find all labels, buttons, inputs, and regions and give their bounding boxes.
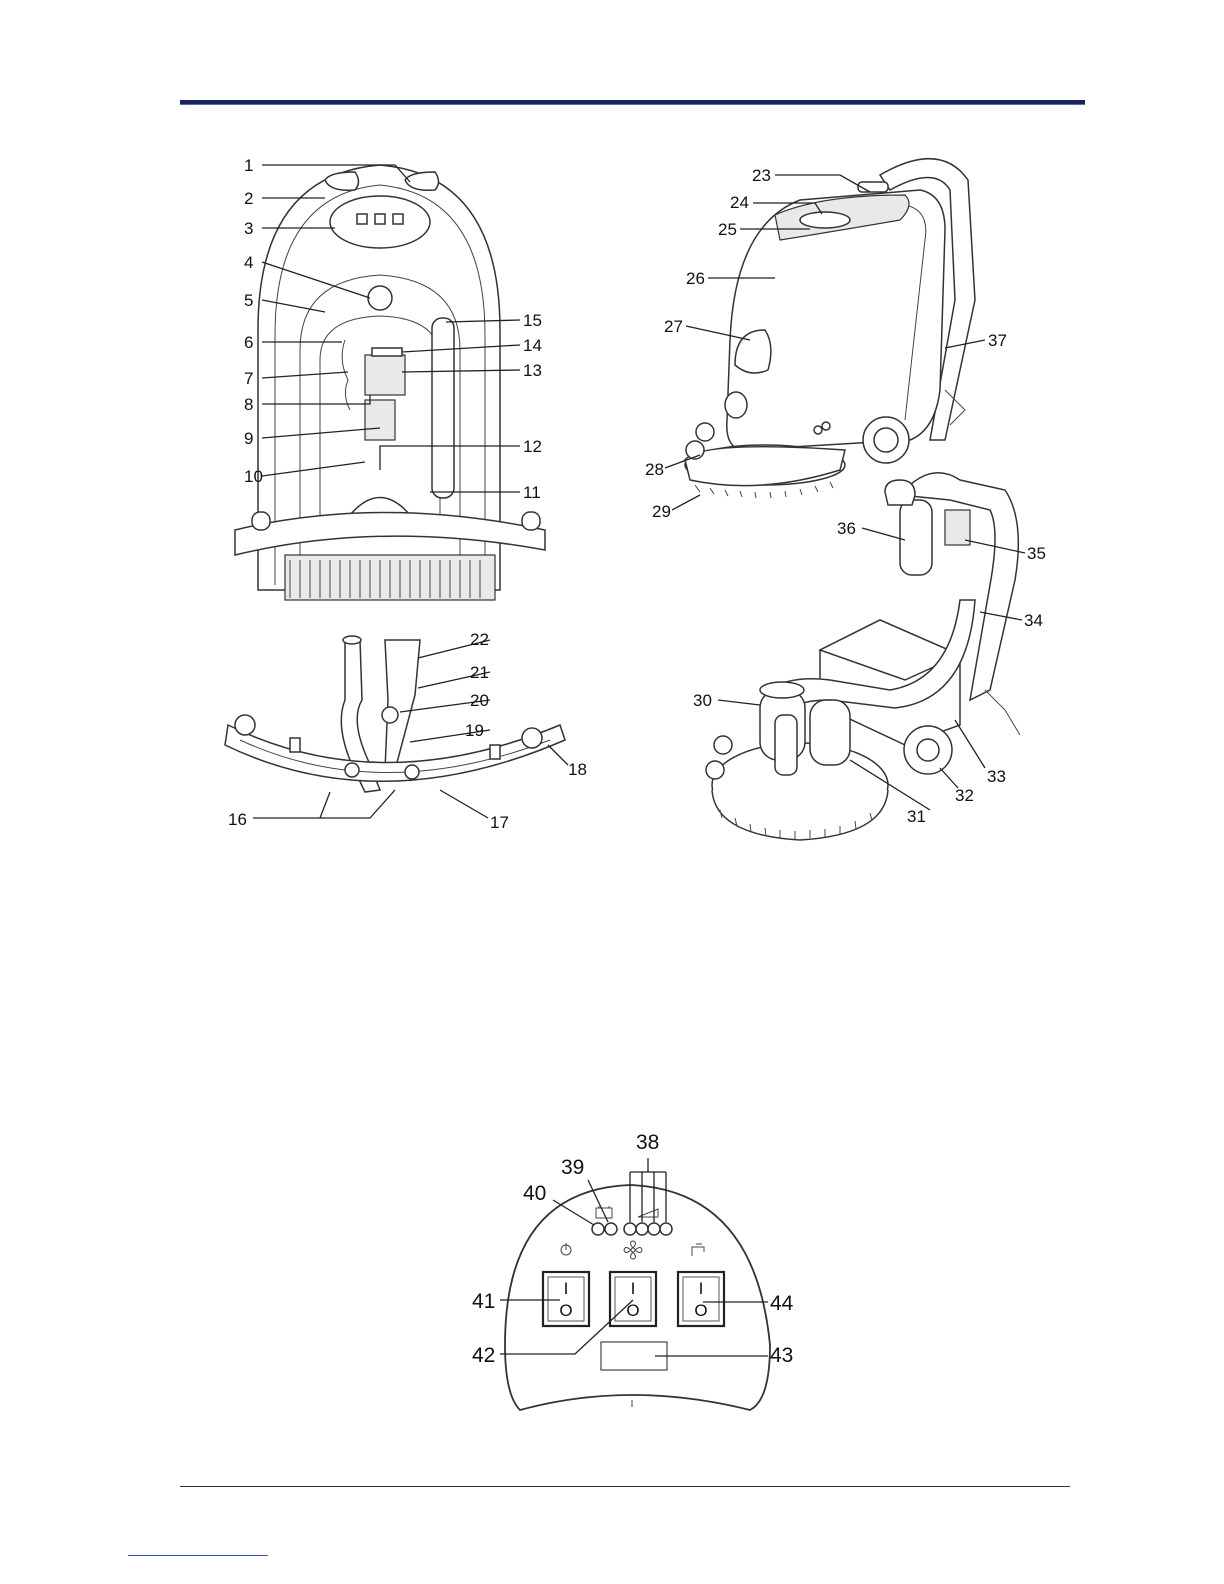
label-41: 41 (472, 1290, 495, 1313)
indicator-light-39 (605, 1223, 617, 1235)
label-6: 6 (244, 333, 253, 352)
iso-exterior-drawing (685, 159, 975, 498)
label-25: 25 (718, 220, 737, 239)
label-34: 34 (1024, 611, 1043, 630)
water-switch-on-mark: I (699, 1279, 704, 1298)
label-42: 42 (472, 1344, 495, 1367)
label-26: 26 (686, 269, 705, 288)
label-13: 13 (523, 361, 542, 380)
label-35: 35 (1027, 544, 1046, 563)
level-light-4 (660, 1223, 672, 1235)
label-17: 17 (490, 813, 509, 832)
label-23: 23 (752, 166, 771, 185)
label-7: 7 (244, 369, 253, 388)
label-16: 16 (228, 810, 247, 829)
label-1: 1 (244, 156, 253, 175)
label-21: 21 (470, 663, 489, 682)
label-31: 31 (907, 807, 926, 826)
label-28: 28 (645, 460, 664, 479)
label-29: 29 (652, 502, 671, 521)
label-30: 30 (693, 691, 712, 710)
label-22: 22 (470, 630, 489, 649)
label-37: 37 (988, 331, 1007, 350)
label-43: 43 (770, 1344, 793, 1367)
label-12: 12 (523, 437, 542, 456)
power-switch-off-mark: O (559, 1301, 572, 1320)
vacuum-switch-on-mark: I (631, 1279, 636, 1298)
label-5: 5 (244, 291, 253, 310)
vacuum-switch[interactable]: I O (610, 1272, 656, 1326)
label-2: 2 (244, 189, 253, 208)
label-38: 38 (636, 1131, 659, 1154)
level-light-2 (636, 1223, 648, 1235)
squeegee-drawing (225, 636, 565, 792)
label-8: 8 (244, 395, 253, 414)
label-11: 11 (523, 483, 541, 502)
label-20: 20 (470, 691, 489, 710)
label-40: 40 (523, 1182, 546, 1205)
front-view-drawing (235, 165, 545, 600)
label-15: 15 (523, 311, 542, 330)
water-switch-off-mark: O (694, 1301, 707, 1320)
level-light-3 (648, 1223, 660, 1235)
label-9: 9 (244, 429, 253, 448)
label-44: 44 (770, 1292, 794, 1315)
label-3: 3 (244, 219, 253, 238)
label-18: 18 (568, 760, 587, 779)
label-19: 19 (465, 721, 484, 740)
label-10: 10 (244, 467, 263, 486)
label-39: 39 (561, 1156, 584, 1179)
label-36: 36 (837, 519, 856, 538)
power-switch[interactable]: I O (543, 1272, 589, 1326)
water-switch[interactable]: I O (678, 1272, 724, 1326)
label-14: 14 (523, 336, 542, 355)
control-panel-drawing: I O I O I O (505, 1185, 770, 1410)
label-27: 27 (664, 317, 683, 336)
label-4: 4 (244, 253, 253, 272)
power-switch-on-mark: I (564, 1279, 569, 1298)
label-32: 32 (955, 786, 974, 805)
level-light-1 (624, 1223, 636, 1235)
label-24: 24 (730, 193, 749, 212)
label-33: 33 (987, 767, 1006, 786)
